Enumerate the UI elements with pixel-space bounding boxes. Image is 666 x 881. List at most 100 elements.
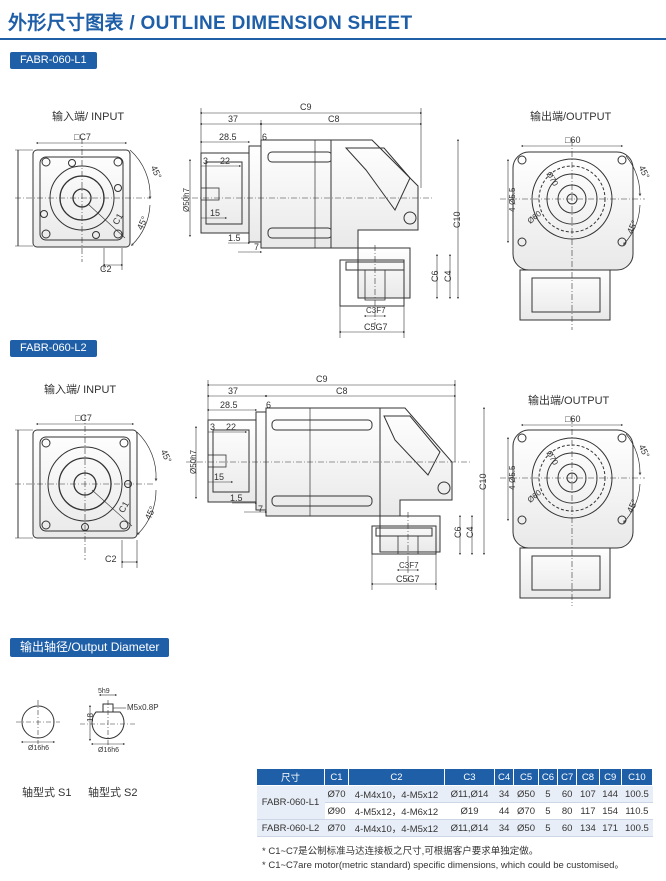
cell-c3: Ø11,Ø14: [444, 785, 495, 803]
dim-hole-l2: 4-Ø5.5: [508, 465, 517, 490]
cell-c1: Ø70: [324, 819, 349, 837]
cell-c10: 100.5: [621, 785, 653, 803]
dim-45a-l1: 45°: [149, 164, 164, 181]
cell-c6: 5: [538, 819, 558, 837]
s2-key: 5h9: [98, 688, 110, 695]
dim-37-l1: 37: [228, 114, 238, 124]
side-view-l2: [186, 380, 486, 590]
dim-c8-l1: C8: [328, 114, 340, 124]
dim-c8-l2: C8: [336, 386, 348, 396]
cell-c5: Ø50: [513, 785, 539, 803]
shaft-s1-drawing: [16, 700, 60, 744]
cell-c8: 134: [576, 819, 600, 837]
dim-c7-l2: □C7: [75, 413, 92, 423]
cell-c1: Ø70: [324, 785, 349, 803]
s2-d18: 18: [86, 713, 95, 722]
s2-thread: M5x0.8P: [127, 703, 159, 712]
th-c3: C3: [444, 768, 495, 786]
th-c7: C7: [557, 768, 578, 786]
th-size: 尺寸: [256, 768, 325, 786]
cell-c9: 154: [599, 802, 622, 820]
title-rule: [0, 38, 666, 40]
dim-3-l1: 3: [203, 156, 208, 166]
dim-c1-l1: C1: [111, 211, 125, 226]
dim-c4-l2: C4: [465, 526, 475, 538]
dim-c5g7-l1: C5G7: [364, 322, 388, 332]
dim-15-l2: 15: [214, 472, 224, 482]
cell-c2: 4-M5x12，4-M6x12: [348, 802, 445, 820]
cell-c3: Ø11,Ø14: [444, 819, 495, 837]
dim-7-l2: 7: [258, 504, 263, 514]
output-label-l1: 输出端/OUTPUT: [530, 111, 612, 123]
s1-d16h6: Ø16h6: [28, 745, 49, 752]
cell-c9: 144: [599, 785, 622, 803]
input-label-l2: 输入端/ INPUT: [44, 384, 117, 396]
dim-c9-l2: C9: [316, 374, 328, 384]
dim-45b-l2: 45°: [143, 504, 158, 521]
dim-c9-l1: C9: [300, 102, 312, 112]
cell-c1: Ø90: [324, 802, 349, 820]
page-title: 外形尺寸图表 / OUTLINE DIMENSION SHEET: [8, 13, 413, 34]
table-header-row: 尺寸 C1 C2 C3 C4 C5 C6 C7 C8 C9 C10: [256, 768, 654, 786]
th-c9: C9: [598, 768, 622, 786]
table-row: FABR-060-L1 Ø70 4-M4x10，4-M5x12 Ø11,Ø14 …: [256, 785, 653, 820]
dim-c6-l2: C6: [453, 526, 463, 538]
th-c1: C1: [324, 768, 349, 786]
th-c5: C5: [513, 768, 539, 786]
s2-d16h6: Ø16h6: [98, 747, 119, 754]
dim-c3f7-l2: C3F7: [399, 561, 419, 570]
dim-15-l1: 15: [210, 208, 220, 218]
cell-c9: 171: [599, 819, 622, 837]
cell-c2: 4-M4x10，4-M5x12: [348, 819, 445, 837]
cell-c6: 5: [538, 785, 558, 803]
cell-c7: 80: [557, 802, 577, 820]
shaft-type-s1: 轴型式 S1: [22, 787, 72, 799]
dim-sq60-l2: □60: [565, 414, 580, 424]
dim-37-l2: 37: [228, 386, 238, 396]
dim-28-5-l1: 28.5: [219, 132, 237, 142]
dim-45b-l1: 45°: [135, 214, 150, 231]
dim-3-l2: 3: [210, 422, 215, 432]
dim-c7-l1: □C7: [74, 132, 91, 142]
cell-c10: 100.5: [621, 819, 653, 837]
dim-c2-l1: C2: [100, 264, 112, 274]
cell-c4: 34: [494, 785, 514, 803]
cell-c5: Ø70: [513, 802, 539, 820]
dim-22-l2: 22: [226, 422, 236, 432]
dim-c10-l1: C10: [452, 211, 462, 228]
cell-c6: 5: [538, 802, 558, 820]
dim-6-l1: 6: [262, 132, 267, 142]
cell-c10: 110.5: [621, 802, 653, 820]
dim-28-5-l2: 28.5: [220, 400, 238, 410]
cell-model: FABR-060-L1: [256, 785, 325, 820]
note-en: * C1~C7are motor(metric standard) specif…: [262, 860, 624, 871]
dim-c5g7-l2: C5G7: [396, 574, 420, 584]
cell-c3: Ø19: [444, 802, 495, 820]
table-row: FABR-060-L2 Ø70 4-M4x10，4-M5x12 Ø11,Ø14 …: [256, 819, 653, 837]
cell-c4: 34: [494, 819, 514, 837]
th-c10: C10: [620, 768, 654, 786]
th-c8: C8: [576, 768, 600, 786]
cell-c8: 107: [576, 785, 600, 803]
output-label-l2: 输出端/OUTPUT: [528, 395, 610, 407]
dim-c10-l2: C10: [478, 473, 488, 490]
dim-50h7-l1: Ø50h7: [182, 187, 191, 212]
shaft-type-s2: 轴型式 S2: [88, 787, 138, 799]
dim-50h7-l2: Ø50h7: [189, 449, 198, 474]
input-view-l2: [15, 415, 158, 568]
dim-c4-l1: C4: [443, 270, 453, 282]
note-cn: * C1~C7是公制标准马达连接板之尺寸,可根据客户要求单独定做。: [262, 846, 539, 857]
cell-c8: 117: [576, 802, 600, 820]
dim-22-l1: 22: [220, 156, 230, 166]
cell-c5: Ø50: [513, 819, 539, 837]
dim-hole-l1: 4-Ø5.5: [508, 187, 517, 212]
cell-c7: 60: [557, 819, 577, 837]
dim-45a-out-l1: 45°: [637, 164, 652, 181]
dim-c6-l1: C6: [430, 270, 440, 282]
cell-model: FABR-060-L2: [256, 819, 325, 837]
dimension-table: 尺寸 C1 C2 C3 C4 C5 C6 C7 C8 C9 C10 FABR-0…: [256, 768, 654, 837]
input-view-l1: [15, 138, 152, 270]
dim-sq60-l1: □60: [565, 135, 580, 145]
section-tag-output: 输出轴径/Output Diameter: [10, 638, 170, 657]
